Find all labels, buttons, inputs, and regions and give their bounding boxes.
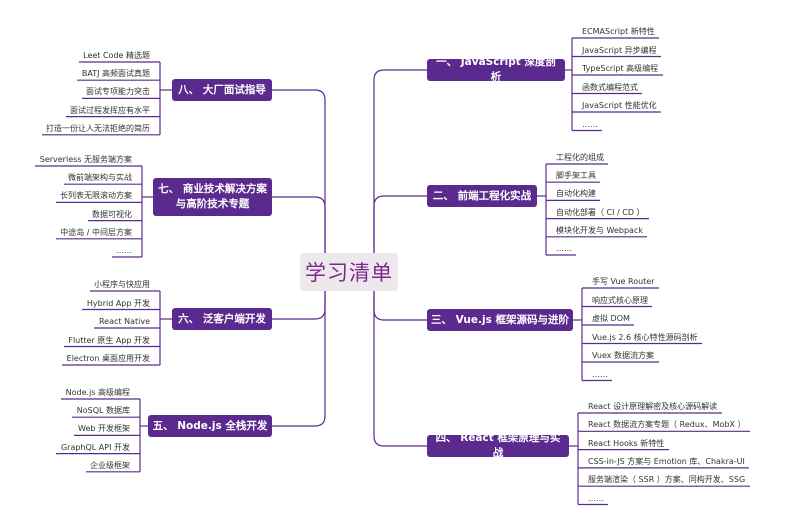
branch-b5[interactable]: 五、 Node.js 全栈开发 (148, 415, 272, 437)
leaf-item[interactable]: JavaScript 性能优化 (582, 101, 657, 110)
leaf-item[interactable]: 小程序与快应用 (94, 280, 150, 289)
leaf-item[interactable]: React Hooks 新特性 (588, 438, 665, 448)
branch-b2[interactable]: 二、 前端工程化实战 (427, 185, 537, 207)
leaf-item[interactable]: 手写 Vue Router (592, 277, 655, 286)
center-topic[interactable]: 学习清单 (300, 253, 398, 291)
leaf-item[interactable]: 函数式编程范式 (582, 82, 638, 92)
branch-b8[interactable]: 八、 大厂面试指导 (172, 79, 272, 101)
leaf-item[interactable]: 工程化的组成 (556, 153, 604, 162)
leaf-item[interactable]: …… (556, 244, 572, 253)
leaf-item[interactable]: 面试过程发挥应有水平 (70, 105, 150, 115)
leaf-item[interactable]: …… (592, 369, 608, 379)
leaf-item[interactable]: 长列表无限滚动方案 (60, 191, 132, 201)
connector-b2 (373, 195, 427, 272)
branch-b1[interactable]: 一、 JavaScript 深度剖析 (427, 56, 565, 83)
leaf-item[interactable]: …… (582, 119, 598, 129)
branch-b4[interactable]: 四、 React 框架原理与实战 (427, 432, 569, 459)
leaf-item[interactable]: GraphQL API 开发 (60, 442, 130, 452)
leaf-item[interactable]: 模块化开发与 Webpack (556, 225, 643, 235)
leaf-item[interactable]: …… (116, 246, 132, 255)
leaf-item[interactable]: Serverless 无服务端方案 (39, 155, 132, 164)
branch-b3[interactable]: 三、 Vue.js 框架源码与进阶 (427, 309, 573, 331)
leaf-item[interactable]: React 数据流方案专题（ Redux、MobX ） (588, 420, 746, 430)
leaf-item[interactable]: Flutter 原生 App 开发 (68, 335, 150, 345)
leaf-item[interactable]: 自动化构建 (556, 189, 596, 199)
connector-b4 (373, 272, 427, 447)
leaf-item[interactable]: 数据可视化 (92, 209, 132, 219)
leaf-item[interactable]: ECMAScript 新特性 (582, 27, 655, 36)
connector-b5 (272, 272, 326, 427)
leaf-item[interactable]: 面试专项能力突击 (86, 87, 150, 97)
leaf-item[interactable]: React Native (98, 317, 150, 326)
leaf-item[interactable]: 脚手架工具 (556, 171, 596, 181)
leaf-item[interactable]: 自动化部署（ CI / CD ） (556, 207, 645, 217)
leaf-item[interactable]: React 设计原理解密及核心源码解读 (588, 402, 718, 411)
leaf-item[interactable]: 企业级框架 (90, 460, 130, 470)
leaf-item[interactable]: Electron 桌面应用开发 (66, 354, 150, 363)
leaf-item[interactable]: Leet Code 精选题 (83, 51, 150, 60)
leaf-item[interactable]: NoSQL 数据库 (76, 406, 130, 416)
leaf-item[interactable]: TypeScript 高级编程 (582, 64, 659, 73)
leaf-item[interactable]: 响应式核心原理 (592, 295, 648, 305)
leaf-item[interactable]: 打造一份让人无法拒绝的简历 (46, 123, 150, 133)
connector-b6 (272, 272, 326, 320)
leaf-item[interactable]: Node.js 高级编程 (65, 388, 130, 397)
connector-b1 (373, 69, 427, 272)
leaf-item[interactable]: Hybrid App 开发 (86, 298, 150, 308)
leaf-item[interactable]: …… (588, 493, 604, 503)
connector-b8 (272, 89, 326, 272)
leaf-item[interactable]: 中途岛 / 中间层方案 (60, 227, 132, 237)
leaf-item[interactable]: 虚拟 DOM (592, 314, 630, 323)
branch-b6[interactable]: 六、 泛客户端开发 (172, 308, 272, 330)
leaf-item[interactable]: BATJ 高频面试真题 (81, 69, 150, 79)
leaf-item[interactable]: Vue.js 2.6 核心特性源码剖析 (592, 332, 698, 342)
leaf-item[interactable]: 服务端渲染（ SSR ）方案、同构开发、SSG (588, 475, 746, 485)
leaf-item[interactable]: Web 开发框架 (78, 424, 130, 434)
branch-b7[interactable]: 七、 商业技术解决方案与高阶技术专题 (153, 178, 272, 216)
leaf-item[interactable]: Vuex 数据流方案 (592, 351, 655, 360)
leaf-item[interactable]: CSS-in-JS 方案与 Emotion 库、Chakra-UI (588, 456, 745, 466)
leaf-item[interactable]: JavaScript 异步编程 (582, 45, 657, 55)
leaf-item[interactable]: 微前端架构与实战 (68, 173, 132, 183)
